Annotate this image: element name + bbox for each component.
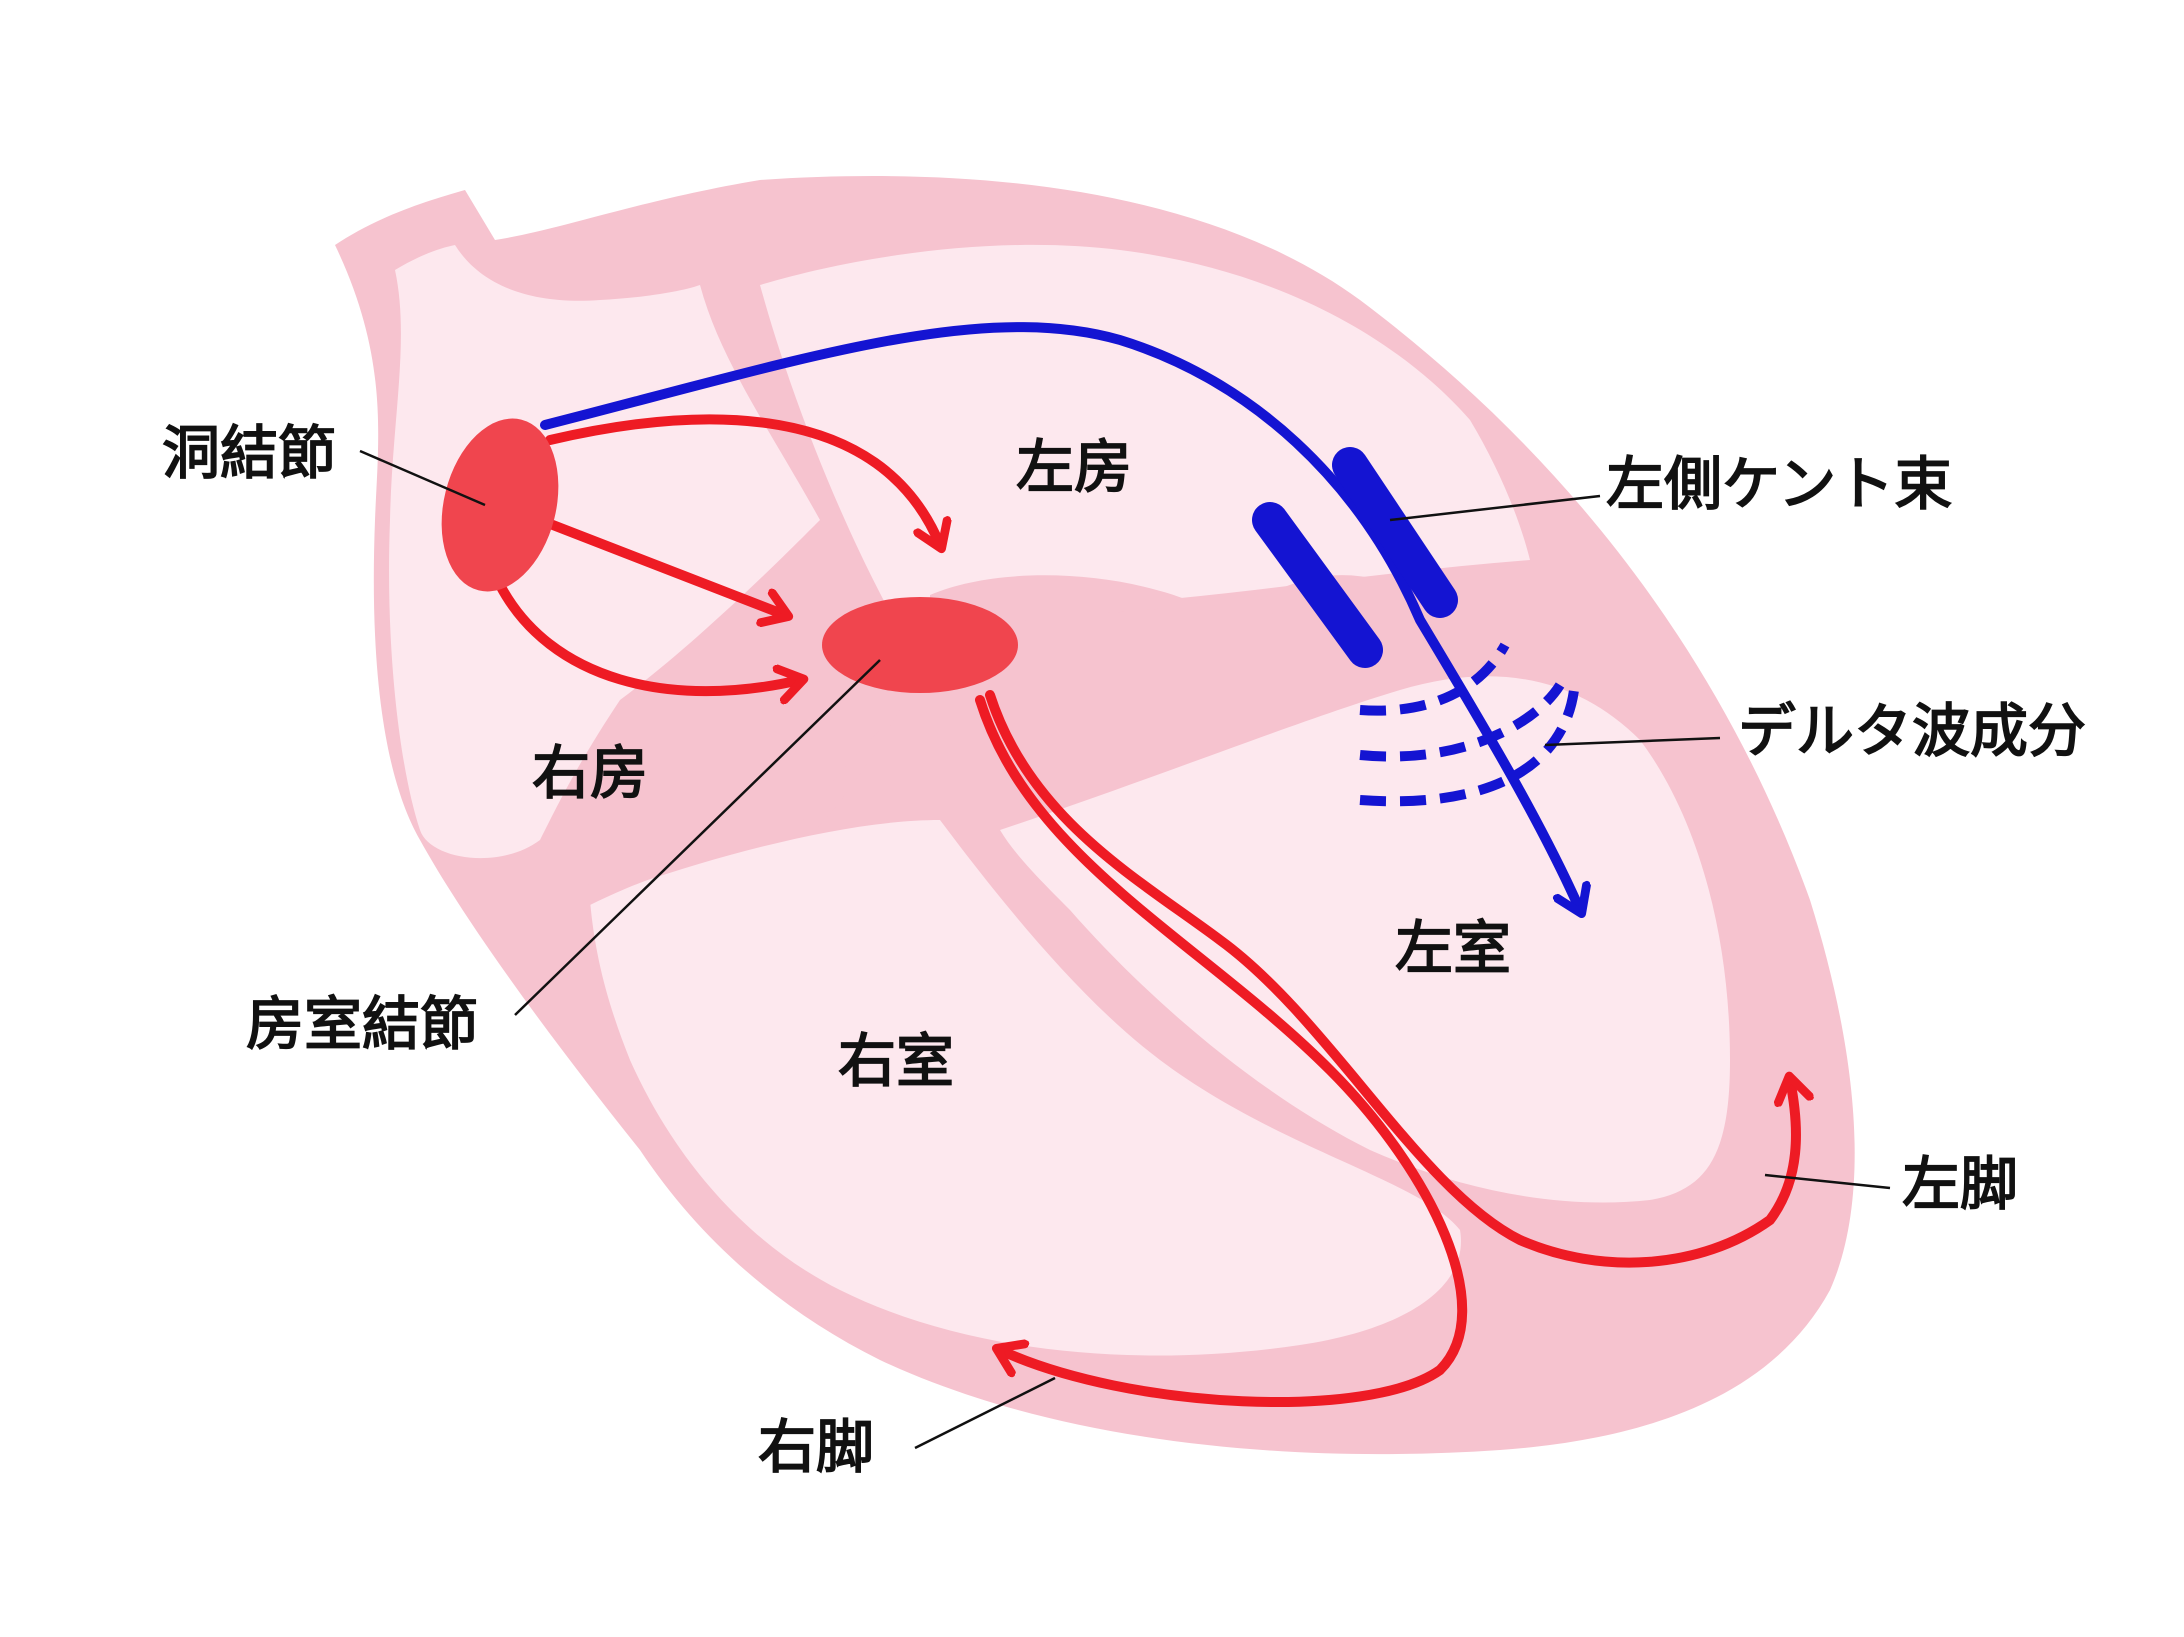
sa-to-av-upper-arrow: [545, 414, 940, 545]
right-ventricle-label: 右室: [838, 1027, 955, 1095]
sa-to-av-middle-arrow: [535, 515, 785, 615]
left-bundle-branch-path: [985, 690, 1796, 1268]
delta-wave-arcs: [1359, 642, 1580, 807]
left-bundle-label: 左脚: [1902, 1150, 2019, 1218]
valve-flap-tricuspid: [580, 842, 760, 905]
delta-wave-label: デルタ波成分: [1738, 697, 2087, 765]
kent-bundle-label: 左側ケント束: [1606, 450, 1953, 518]
right-atrium-label: 右房: [532, 739, 649, 807]
left-ventricle-label: 左室: [1395, 914, 1512, 982]
sa-node-label: 洞結節: [162, 419, 337, 487]
valve-flap-lower: [800, 710, 900, 830]
av-node-label: 房室結節: [246, 990, 479, 1058]
right-ventricle-chamber: [590, 820, 1461, 1356]
right-bundle-label: 右脚: [758, 1413, 875, 1481]
leader-lines: [359, 449, 1891, 1450]
left-atrium-label: 左房: [1016, 433, 1133, 501]
sa-to-av-lower-arrow: [495, 580, 800, 691]
right-atrium-chamber: [389, 245, 820, 859]
accessory-pathway-arrow: [540, 322, 1580, 910]
left-ventricle-chamber: [1000, 676, 1730, 1203]
av-node-shape: [822, 597, 1018, 693]
kent-bundle-bar-1: [1252, 502, 1383, 668]
kent-bundle-bar-2: [1332, 447, 1458, 618]
right-bundle-branch-path: [975, 695, 1468, 1407]
left-atrium-chamber: [760, 244, 1530, 630]
sa-node-shape: [441, 418, 559, 592]
